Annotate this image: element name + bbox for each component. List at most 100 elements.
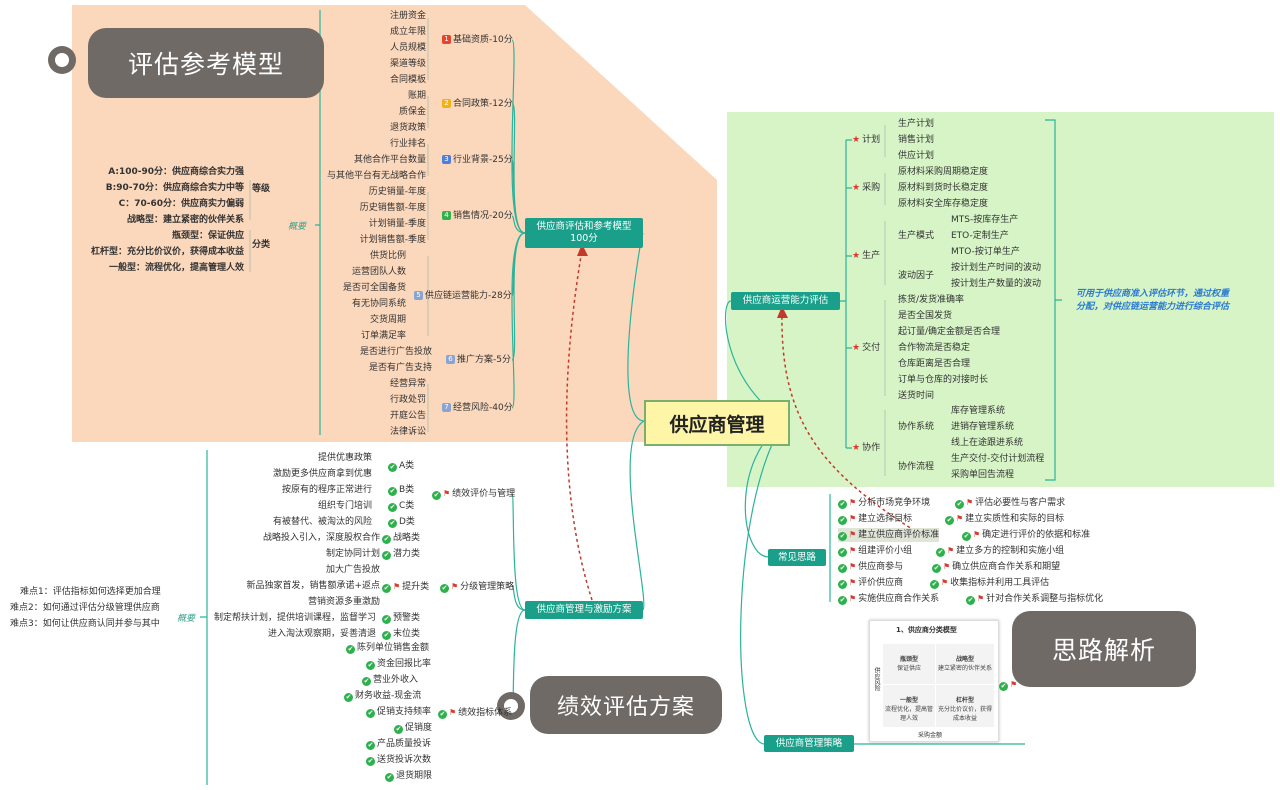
list-item[interactable]: 按原有的程序正常进行 [281, 485, 372, 495]
tier-group[interactable]: ✔战略类 [382, 533, 421, 544]
list-item[interactable]: 生产计划 [898, 119, 935, 129]
ops-group-collab[interactable]: ★协作 [852, 442, 880, 455]
list-item[interactable]: 订单满足率 [360, 331, 406, 341]
list-item[interactable]: 经营异常 [389, 379, 426, 389]
list-item[interactable]: 制定协同计划 [325, 549, 380, 559]
list-item[interactable]: 订单与仓库的对接时长 [898, 375, 989, 385]
thinking-step[interactable]: ✔⚑实施供应商合作关系 [838, 594, 940, 605]
kpi-item[interactable]: ✔产品质量投诉 [366, 739, 432, 750]
classification-model-thumbnail[interactable]: 1、供应商分类模型 供应风险 瓶颈型保证供应 战略型建立紧密的伙伴关系 一般型流… [869, 620, 999, 742]
list-item[interactable]: 合作物流是否稳定 [898, 343, 971, 353]
list-item[interactable]: 历史销量-年度 [368, 187, 426, 197]
grade-node[interactable]: ✔A类 [388, 461, 415, 472]
list-item[interactable]: 拣货/发货准确率 [898, 295, 965, 305]
list-item[interactable]: 仓库距离是否合理 [898, 359, 971, 369]
perf-node[interactable]: ✔⚑绩效评价与管理 [432, 489, 516, 500]
list-item[interactable]: 生产交付-交付计划流程 [951, 454, 1045, 464]
list-item[interactable]: 有被替代、被淘汰的风险 [272, 517, 372, 527]
list-item[interactable]: 与其他平台有无战略合作 [326, 171, 426, 181]
thinking-detail[interactable]: ✔⚑确定进行评价的依据和标准 [962, 530, 1091, 541]
list-item[interactable]: 其他合作平台数量 [353, 155, 426, 165]
root-node[interactable]: 供应商管理 [644, 400, 790, 446]
thinking-branch-node[interactable]: 常见思路 [768, 549, 826, 566]
difficulty-item[interactable]: 难点2：如何通过评估分级管理供应商 [10, 603, 160, 613]
list-item[interactable]: 原材料到货时长稳定度 [898, 183, 989, 193]
list-item[interactable]: 原材料采购周期稳定度 [898, 167, 989, 177]
list-item[interactable]: 制定帮扶计划，提供培训课程，监督学习 [213, 613, 376, 623]
list-item[interactable]: 供货比例 [369, 251, 406, 261]
list-item[interactable]: 进入淘汰观察期，妥善清退 [267, 629, 376, 639]
sub-group-label[interactable]: 协作系统 [898, 422, 935, 432]
list-item[interactable]: 交货周期 [369, 315, 406, 325]
ops-group-delivery[interactable]: ★交付 [852, 342, 880, 355]
list-item[interactable]: 人员规模 [389, 43, 426, 53]
list-item[interactable]: 加大广告投放 [325, 565, 380, 575]
list-item[interactable]: 账期 [407, 91, 426, 101]
list-item[interactable]: MTO-按订单生产 [951, 247, 1020, 257]
thinking-detail[interactable]: ✔⚑确立供应商合作关系和期望 [932, 562, 1061, 573]
list-item[interactable]: 成立年限 [389, 27, 426, 37]
list-item[interactable]: 计划销量-季度 [368, 219, 426, 229]
grade-label[interactable]: 等级 [252, 184, 271, 194]
sub-group-label[interactable]: 协作流程 [898, 462, 935, 472]
list-item[interactable]: 是否可全国备货 [342, 283, 406, 293]
classify-item[interactable]: 杠杆型：充分比价议价，获得成本收益 [90, 247, 244, 257]
difficulty-item[interactable]: 难点1：评估指标如何选择更加合理 [20, 587, 161, 597]
list-item[interactable]: 退货政策 [389, 123, 426, 133]
thinking-detail[interactable]: ✔⚑建立多方的控制和实施小组 [936, 546, 1065, 557]
classify-label[interactable]: 分类 [252, 240, 271, 250]
list-item[interactable]: 起订量/确定金额是否合理 [898, 327, 1001, 337]
thinking-step[interactable]: ✔⚑评价供应商 [838, 578, 904, 589]
list-item[interactable]: 运营团队人数 [351, 267, 406, 277]
incentive-branch-node[interactable]: 供应商管理与激励方案 [525, 601, 643, 619]
list-item[interactable]: 是否有广告支持 [368, 363, 432, 373]
tier-group[interactable]: ✔末位类 [382, 629, 421, 640]
sub-group-label[interactable]: 生产模式 [898, 231, 935, 241]
ops-group-plan[interactable]: ★计划 [852, 134, 880, 147]
list-item[interactable]: 开庭公告 [389, 411, 426, 421]
list-item[interactable]: 计划销售额-季度 [359, 235, 426, 245]
ops-group-production[interactable]: ★生产 [852, 250, 880, 263]
list-item[interactable]: 销售计划 [898, 135, 935, 145]
thinking-detail[interactable]: ✔⚑收集指标并利用工具评估 [930, 578, 1050, 589]
list-item[interactable]: 提供优惠政策 [317, 453, 372, 463]
sub-group-label[interactable]: 波动因子 [898, 271, 935, 281]
list-item[interactable]: 激励更多供应商拿到优惠 [272, 469, 372, 479]
difficulty-item[interactable]: 难点3：如何让供应商认同并参与其中 [10, 619, 160, 629]
list-item[interactable]: 是否全国发货 [898, 311, 953, 321]
kpi-item[interactable]: ✔营业外收入 [362, 675, 419, 686]
list-item[interactable]: MTS-按库存生产 [951, 215, 1019, 225]
list-item[interactable]: 原材料安全库存稳定度 [898, 199, 989, 209]
thinking-step[interactable]: ✔⚑供应商参与 [838, 562, 904, 573]
list-item[interactable]: 有无协同系统 [351, 299, 406, 309]
model-branch-node[interactable]: 供应商评估和参考模型 100分 [525, 218, 643, 248]
grade-node[interactable]: ✔C类 [388, 501, 415, 512]
ops-group-purchase[interactable]: ★采购 [852, 182, 880, 195]
list-item[interactable]: 新品独家首发，销售额承诺+返点 [246, 581, 380, 591]
thinking-detail[interactable]: ✔⚑针对合作关系调整与指标优化 [966, 594, 1104, 605]
kpi-item[interactable]: ✔财务收益-现金流 [344, 691, 422, 702]
list-item[interactable]: 库存管理系统 [951, 406, 1006, 416]
list-item[interactable]: 营销资源多重激励 [307, 597, 380, 607]
list-item[interactable]: 组织专门培训 [317, 501, 372, 511]
list-item[interactable]: ETO-定制生产 [951, 231, 1009, 241]
tier-group[interactable]: ✔⚑提升类 [382, 582, 430, 593]
list-item[interactable]: 历史销售额-年度 [359, 203, 426, 213]
grade-item[interactable]: A:100-90分：供应商综合实力强 [108, 167, 244, 177]
kpi-node[interactable]: ✔⚑绩效指标体系 [438, 708, 513, 719]
list-item[interactable]: 注册资金 [389, 11, 426, 21]
thinking-detail[interactable]: ✔⚑建立实质性和实际的目标 [945, 514, 1065, 525]
classify-item[interactable]: 一般型：流程优化，提高管理人效 [108, 263, 244, 273]
thinking-step[interactable]: ✔⚑分析市场竞争环境 [838, 498, 931, 509]
kpi-item[interactable]: ✔资金回报比率 [366, 659, 432, 670]
kpi-item[interactable]: ✔陈列单位销售金额 [346, 643, 430, 654]
list-item[interactable]: 行业排名 [389, 139, 426, 149]
grade-node[interactable]: ✔D类 [388, 517, 415, 528]
list-item[interactable]: 渠道等级 [389, 59, 426, 69]
grade-item[interactable]: B:90-70分：供应商综合实力中等 [105, 183, 244, 193]
